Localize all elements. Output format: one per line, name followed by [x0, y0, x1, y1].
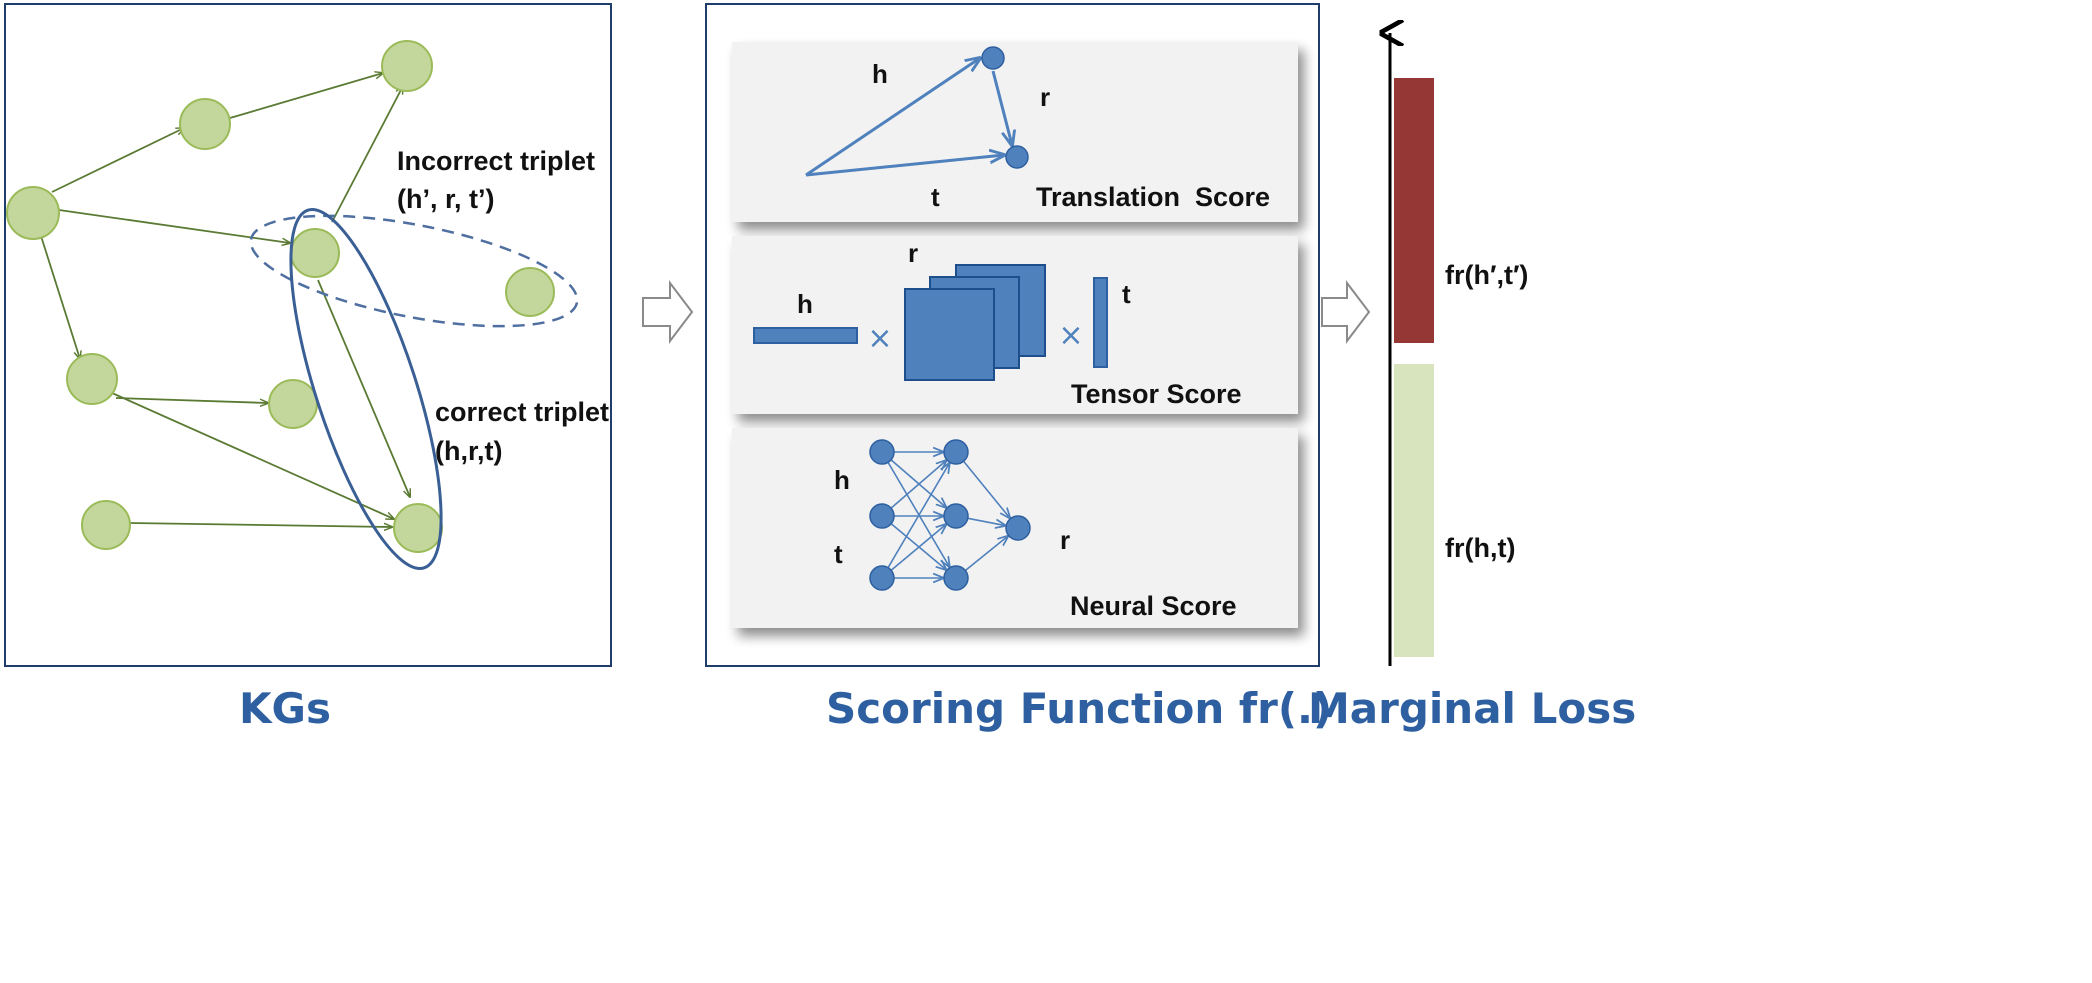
neural-t-label: t — [834, 539, 843, 569]
neural-h-label: h — [834, 465, 850, 495]
scoring-caption: Scoring Function fr(.) — [826, 684, 1332, 733]
neural-hidden-node — [943, 503, 969, 529]
kg-node — [81, 500, 131, 550]
translation-t-vector — [805, 155, 1004, 177]
neural-hidden-node — [943, 565, 969, 591]
kg-edge — [317, 279, 410, 497]
neural-input-node — [869, 503, 895, 529]
hollow-arrow-right-icon — [642, 280, 694, 344]
scoring-panel: h r t Translation Score × × h r t Tensor… — [705, 3, 1320, 667]
translation-h-label: h — [872, 59, 888, 89]
tensor-t-vector — [1093, 277, 1108, 368]
tensor-r-label: r — [908, 238, 918, 268]
neural-r-label: r — [1060, 525, 1070, 555]
tensor-r-slice-front — [904, 288, 995, 381]
neural-input-node — [869, 439, 895, 465]
translation-node-h — [981, 46, 1005, 70]
kg-node — [393, 503, 443, 553]
tensor-t-label: t — [1122, 279, 1131, 309]
tensor-times-2: × — [1058, 318, 1083, 353]
neural-connection — [962, 460, 1010, 518]
neural-connection — [890, 459, 946, 508]
loss-bar-incorrect — [1394, 78, 1434, 343]
translation-t-label: t — [931, 182, 940, 212]
kg-node — [381, 40, 433, 92]
kg-panel: Incorrect triplet (h’, r, t’) correct tr… — [4, 3, 612, 667]
correct-triplet-label: correct triplet — [435, 397, 609, 427]
tensor-diagram: × × h r t Tensor Score — [753, 238, 1242, 409]
kg-edge — [51, 128, 184, 193]
neural-input-node — [869, 565, 895, 591]
kg-node — [6, 186, 60, 240]
incorrect-triplet-notation: (h’, r, t’) — [397, 184, 495, 214]
kg-edge — [129, 522, 392, 527]
kg-node — [268, 379, 318, 429]
neural-hidden-node — [943, 439, 969, 465]
neural-connection — [890, 523, 946, 570]
kg-edge — [331, 86, 403, 223]
tensor-score-title: Tensor Score — [1071, 379, 1242, 409]
neural-connection — [967, 517, 1005, 525]
kg-node — [505, 267, 555, 317]
tensor-times-1: × — [867, 321, 892, 356]
loss-panel: fr(h′,t′) fr(h,t) — [1390, 33, 1528, 666]
neural-score-title: Neural Score — [1070, 591, 1237, 621]
translation-diagram: h r t Translation Score — [805, 46, 1270, 212]
incorrect-triplet-ellipse — [249, 214, 579, 328]
neural-connection — [964, 536, 1008, 572]
loss-caption: Marginal Loss — [1308, 684, 1636, 733]
kg-edge — [229, 73, 383, 119]
kg-node — [290, 228, 340, 278]
incorrect-triplet-label: Incorrect triplet — [397, 146, 595, 176]
kg-node — [179, 98, 231, 150]
translation-h-vector — [805, 58, 980, 177]
neural-diagram: h t r Neural Score — [834, 439, 1237, 621]
kg-edge — [40, 235, 80, 359]
kg-caption: KGs — [239, 684, 331, 733]
kg-edge — [115, 397, 268, 403]
translation-r-label: r — [1040, 82, 1050, 112]
kg-edge — [111, 392, 394, 519]
translation-score-title: Translation Score — [1036, 182, 1270, 212]
neural-connection — [887, 461, 949, 566]
neural-output-node — [1005, 515, 1031, 541]
translation-r-vector — [991, 70, 1012, 145]
kg-nodes — [6, 40, 555, 553]
tensor-h-vector — [753, 327, 858, 344]
correct-triplet-notation: (h,r,t) — [435, 436, 503, 466]
loss-bar-correct — [1394, 364, 1434, 657]
kg-node — [66, 353, 118, 405]
hollow-arrow-right-icon — [1321, 280, 1371, 344]
loss-incorrect-label: fr(h′,t′) — [1445, 260, 1528, 290]
kg-edges — [40, 73, 410, 527]
kg-panel-frame — [4, 3, 612, 667]
tensor-h-label: h — [797, 289, 813, 319]
correct-triplet-ellipse — [289, 208, 443, 570]
loss-correct-label: fr(h,t) — [1445, 533, 1515, 563]
translation-node-t — [1005, 145, 1029, 169]
